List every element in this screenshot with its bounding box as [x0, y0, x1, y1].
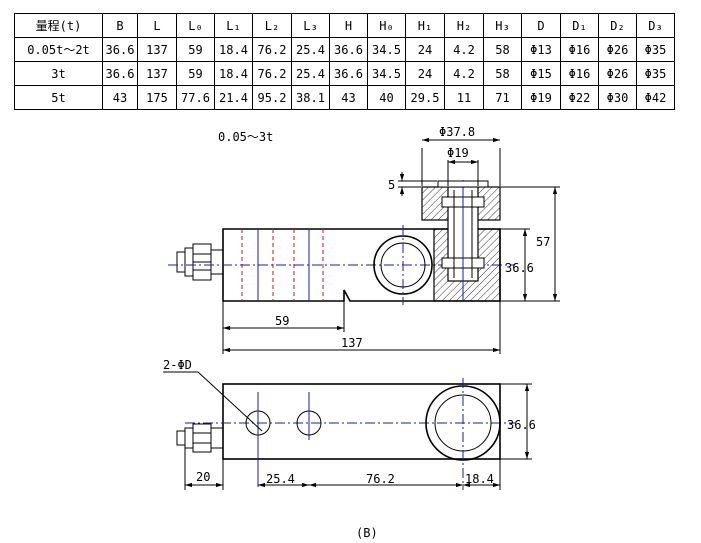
- header-d1: D₁: [560, 13, 599, 38]
- dim-36-6-top: 36.6: [507, 418, 536, 432]
- spec-table-header: 量程(t) B L L₀ L₁ L₂ L₃ H H₀ H₁ H₂ H₃ D D₁…: [14, 13, 675, 38]
- cable-gland-top: [176, 423, 224, 453]
- table-cell: 18.4: [214, 61, 253, 86]
- table-cell: 36.6: [329, 37, 368, 62]
- table-cell: 5t: [14, 85, 103, 110]
- header-l2: L₂: [252, 13, 292, 38]
- figure-caption: (B): [356, 526, 378, 540]
- table-cell: 4.2: [444, 61, 484, 86]
- header-d: D: [521, 13, 561, 38]
- dim-59: 59: [275, 314, 289, 328]
- table-cell: 36.6: [329, 61, 368, 86]
- table-cell: 24: [405, 37, 445, 62]
- table-cell: 43: [329, 85, 368, 110]
- dim-20: 20: [196, 470, 210, 484]
- table-cell: 175: [137, 85, 177, 110]
- dim-36-6-front: 36.6: [505, 261, 534, 275]
- table-cell: 76.2: [252, 37, 292, 62]
- table-cell: Φ35: [636, 37, 675, 62]
- header-capacity: 量程(t): [14, 13, 103, 38]
- table-cell: 77.6: [176, 85, 215, 110]
- dim-25-4: 25.4: [266, 472, 295, 486]
- table-cell: Φ26: [598, 61, 637, 86]
- table-cell: Φ19: [521, 85, 561, 110]
- dim-76-2: 76.2: [366, 472, 395, 486]
- table-cell: Φ42: [636, 85, 675, 110]
- table-cell: 0.05t～2t: [14, 37, 103, 62]
- table-row: 5t 43 175 77.6 21.4 95.2 38.1 43 40 29.5…: [14, 85, 675, 110]
- table-cell: Φ15: [521, 61, 561, 86]
- table-cell: Φ30: [598, 85, 637, 110]
- header-d2: D₂: [598, 13, 637, 38]
- header-h2: H₂: [444, 13, 484, 38]
- table-cell: 38.1: [291, 85, 330, 110]
- table-cell: 25.4: [291, 37, 330, 62]
- table-cell: 43: [102, 85, 138, 110]
- header-h3: H₃: [483, 13, 522, 38]
- hole-label: 2-ΦD: [163, 358, 192, 372]
- dim-5: 5: [388, 178, 395, 192]
- table-cell: 24: [405, 61, 445, 86]
- range-label: 0.05～3t: [218, 130, 273, 144]
- table-cell: 18.4: [214, 37, 253, 62]
- table-cell: 40: [367, 85, 406, 110]
- header-l3: L₃: [291, 13, 330, 38]
- front-view: Φ37.8 Φ19 5 57 36.6 59 137 0.05～3t: [168, 125, 560, 354]
- table-cell: 29.5: [405, 85, 445, 110]
- table-cell: 58: [483, 37, 522, 62]
- dim-18-4: 18.4: [465, 472, 494, 486]
- header-d3: D₃: [636, 13, 675, 38]
- dim-d19: Φ19: [447, 146, 469, 160]
- dim-57: 57: [536, 235, 550, 249]
- table-cell: 34.5: [367, 37, 406, 62]
- header-l0: L₀: [176, 13, 215, 38]
- spec-table: 量程(t) B L L₀ L₁ L₂ L₃ H H₀ H₁ H₂ H₃ D D₁…: [14, 13, 675, 110]
- table-row: 0.05t～2t 36.6 137 59 18.4 76.2 25.4 36.6…: [14, 37, 675, 62]
- table-row: 3t 36.6 137 59 18.4 76.2 25.4 36.6 34.5 …: [14, 61, 675, 86]
- table-cell: Φ16: [560, 61, 599, 86]
- top-view: 2-ΦD 36.6 20 25.4 76.2 18.4: [163, 358, 536, 490]
- table-cell: 34.5: [367, 61, 406, 86]
- table-cell: 36.6: [102, 61, 138, 86]
- dim-d37-8: Φ37.8: [439, 125, 475, 139]
- table-cell: 21.4: [214, 85, 253, 110]
- table-cell: 76.2: [252, 61, 292, 86]
- header-b: B: [102, 13, 138, 38]
- dim-137: 137: [341, 336, 363, 350]
- cable-gland: [176, 243, 224, 281]
